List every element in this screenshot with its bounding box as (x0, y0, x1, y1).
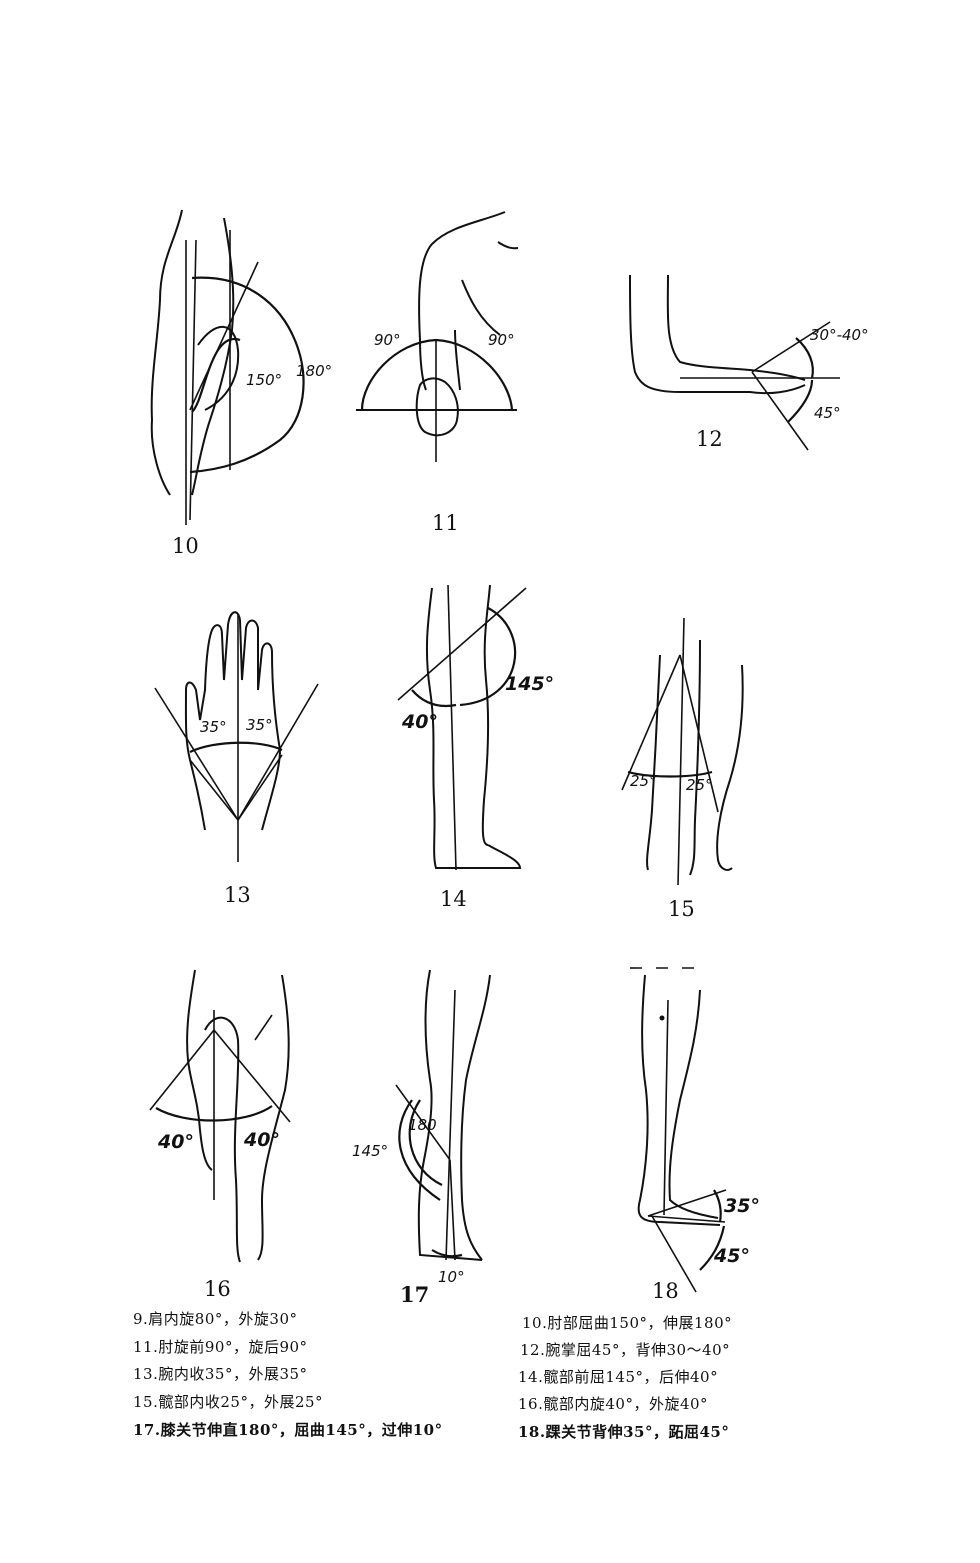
figure-13-wrist-deviation: 35° 35° 13 (154, 611, 319, 907)
angle-label: 10° (438, 1268, 465, 1286)
figure-15-hip-adduction: 25° 25° 15 (621, 617, 744, 921)
figure-number: 18 (652, 1279, 679, 1303)
angle-label: 145° (352, 1142, 388, 1160)
caption-left: 13.腕内收35°，外展35° (133, 1365, 308, 1383)
figure-14-hip-flexion: 145° 40° 14 (397, 584, 554, 911)
angle-label: 90° (488, 331, 515, 349)
figure-12-wrist-flexion: 30°-40° 45° 12 (629, 274, 869, 451)
caption-right: 18.踝关节背伸35°，跖屈45° (518, 1423, 730, 1441)
angle-label: 35° (246, 716, 273, 734)
angle-label: 45° (713, 1245, 750, 1267)
angle-label: 35° (724, 1195, 760, 1217)
figure-number: 15 (668, 897, 695, 921)
figure-17-knee-flexion: 145° 180 10° 17 (352, 969, 491, 1307)
figure-number: 12 (696, 427, 723, 451)
angle-label: 40° (157, 1131, 194, 1153)
figure-16-hip-rotation: 40° 40° 16 (149, 969, 291, 1301)
figure-10-elbow-flexion: 150° 180° 10 (150, 209, 332, 558)
figure-number: 17 (400, 1282, 429, 1307)
angle-label: 145° (505, 673, 554, 695)
caption-left: 17.膝关节伸直180°，屈曲145°，过伸10° (133, 1421, 443, 1439)
angle-label: 25° (630, 772, 657, 790)
figure-18-ankle: 35° 45° 18 (630, 967, 760, 1303)
angle-label: 150° (246, 371, 282, 389)
caption-right: 10.肘部屈曲150°，伸展180° (522, 1314, 733, 1332)
angle-label: 180 (408, 1116, 437, 1134)
figure-number: 14 (440, 887, 467, 911)
caption-right: 12.腕掌屈45°，背伸30～40° (520, 1341, 731, 1359)
figure-number: 10 (172, 534, 199, 558)
angle-label: 40° (401, 711, 438, 733)
figure-11-forearm-rotation: 90° 90° 11 (356, 211, 519, 535)
caption-left: 9.肩内旋80°，外旋30° (133, 1310, 298, 1328)
angle-label: 180° (296, 362, 332, 380)
angle-label: 25° (686, 776, 713, 794)
caption-right: 16.髋部内旋40°，外旋40° (518, 1395, 709, 1413)
angle-label: 30°-40° (810, 326, 869, 344)
figure-number: 11 (432, 511, 459, 535)
caption-left: 11.肘旋前90°，旋后90° (133, 1338, 308, 1356)
angle-label: 40° (243, 1129, 280, 1151)
figure-number: 16 (204, 1277, 231, 1301)
angle-label: 45° (814, 404, 841, 422)
figure-number: 13 (224, 883, 251, 907)
caption-left: 15.髋部内收25°，外展25° (133, 1393, 324, 1411)
caption-right: 14.髋部前屈145°，后伸40° (518, 1368, 719, 1386)
angle-label: 90° (374, 331, 401, 349)
angle-label: 35° (200, 718, 227, 736)
